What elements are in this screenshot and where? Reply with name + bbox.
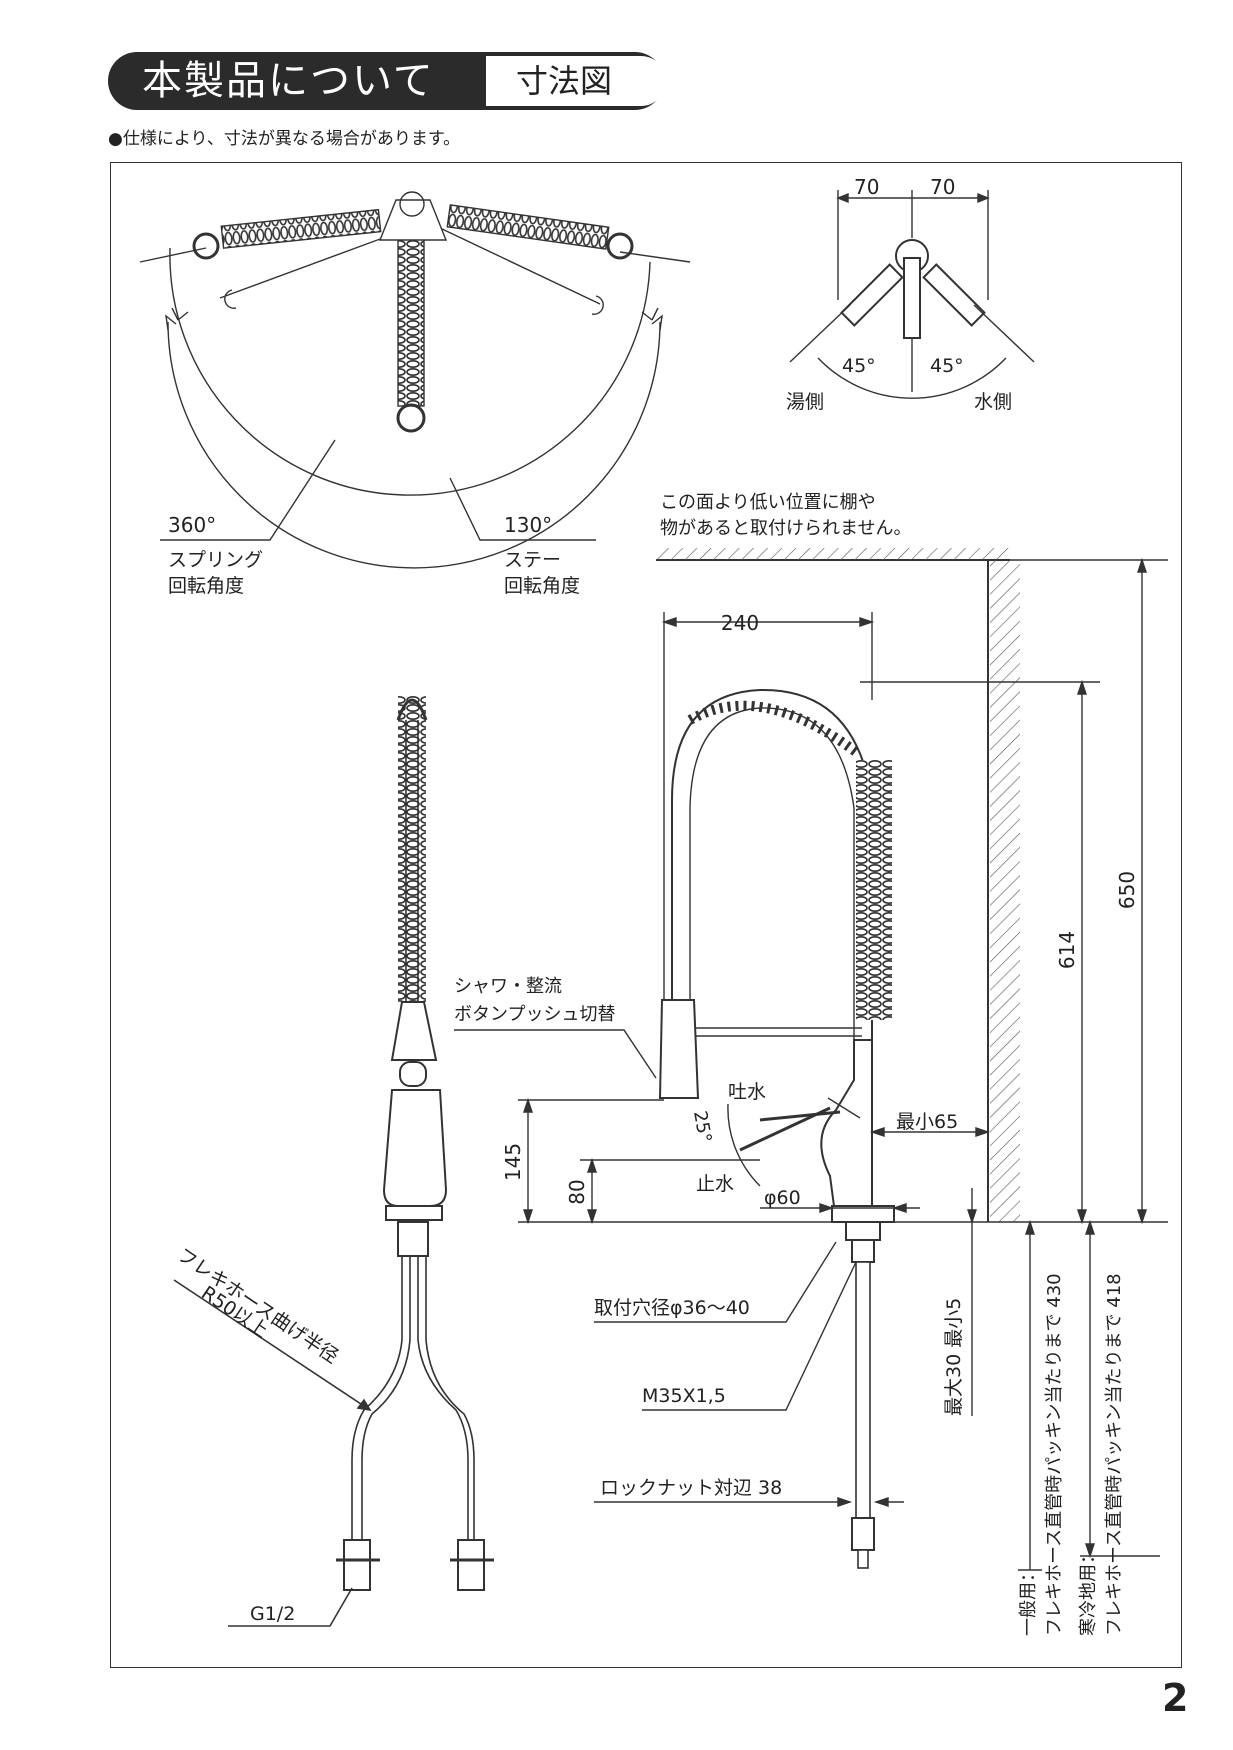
shelf-note-2: 物があると取付けられません。 — [660, 518, 911, 539]
thread-label: M35X1,5 — [642, 1385, 726, 1407]
min-65-label: 最小65 — [896, 1111, 958, 1133]
button-label-2: ボタンプッシュ切替 — [454, 1004, 615, 1025]
hose-bend-label-1: フレキホース曲げ半径 — [173, 1244, 342, 1368]
dim-145: 145 — [501, 1143, 525, 1181]
page-number: 2 — [1162, 1676, 1189, 1720]
lever-dim-left: 70 — [854, 175, 879, 199]
spring-label-2: 回転角度 — [168, 575, 244, 597]
dim-614: 614 — [1055, 931, 1079, 969]
dim-240: 240 — [721, 611, 759, 635]
hose-general-2: フレキホース直管時パッキン当たりまで 430 — [1044, 1273, 1065, 1636]
lever-view — [789, 190, 1035, 399]
lever-angle-left: 45° — [842, 355, 876, 377]
spec-note: ●仕様により、寸法が異なる場合があります。 — [108, 129, 461, 149]
section-title: 本製品について — [142, 58, 435, 104]
section-tab-label: 寸法図 — [516, 62, 613, 100]
stay-label-1: ステー — [504, 549, 561, 571]
front-view — [173, 696, 494, 1627]
diagram-frame — [110, 162, 1182, 1668]
g-thread-label: G1/2 — [250, 1603, 295, 1625]
spring-angle: 360° — [168, 513, 216, 537]
lever-angle-right: 45° — [930, 355, 964, 377]
spout-on-label: 吐水 — [728, 1081, 766, 1103]
stay-angle: 130° — [504, 513, 552, 537]
hot-side-label: 湯側 — [786, 391, 824, 413]
counter-thickness-label: 最大30 最小5 — [943, 1298, 965, 1416]
hose-cold-1: 寒冷地用： — [1078, 1546, 1099, 1636]
hose-cold-2: フレキホース直管時パッキン当たりまで 418 — [1104, 1273, 1125, 1636]
spring-label-1: スプリング — [168, 549, 263, 571]
dim-80: 80 — [565, 1179, 589, 1204]
spout-off-label: 止水 — [696, 1173, 734, 1195]
lever-angle-25: 25° — [689, 1109, 715, 1144]
cold-side-label: 水側 — [974, 391, 1012, 413]
stay-label-2: 回転角度 — [504, 575, 580, 597]
top-view — [139, 191, 691, 569]
lever-dim-right: 70 — [930, 175, 955, 199]
mount-hole-label: 取付穴径φ36〜40 — [594, 1297, 750, 1319]
shelf-note-1: この面より低い位置に棚や — [660, 492, 876, 513]
dim-650: 650 — [1115, 871, 1139, 909]
section-header: 本製品について 寸法図 — [108, 52, 666, 110]
section-tab: 寸法図 — [486, 56, 666, 106]
side-view — [454, 548, 1168, 1571]
hose-general-1: 一般用： — [1018, 1564, 1039, 1636]
lock-nut-label: ロックナット対辺 38 — [600, 1477, 782, 1499]
phi-60-label: φ60 — [764, 1187, 801, 1209]
button-label-1: シャワ・整流 — [454, 976, 562, 997]
